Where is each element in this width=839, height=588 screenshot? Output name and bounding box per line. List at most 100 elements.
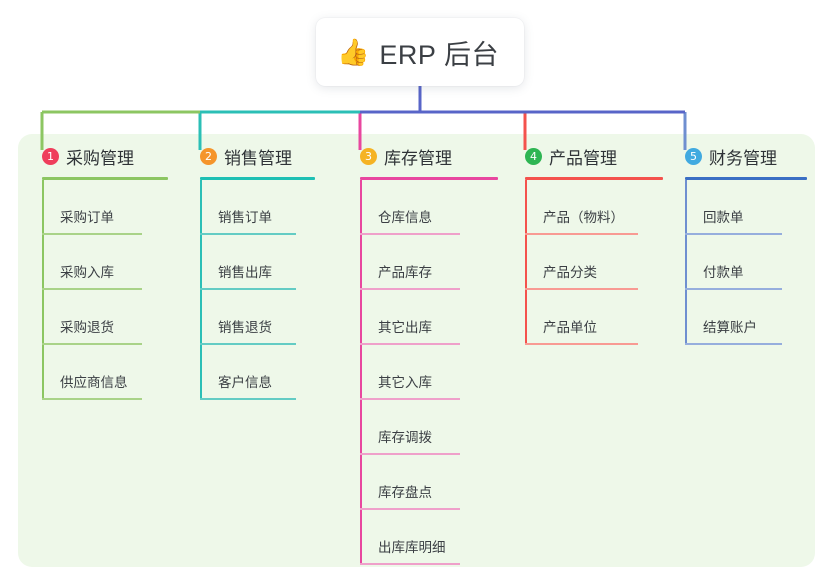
root-node[interactable]: 👍 ERP 后台	[316, 18, 524, 86]
column-underline	[525, 177, 663, 180]
leaf-item[interactable]: 采购退货	[42, 290, 172, 345]
leaf-underline	[200, 398, 296, 400]
leaf-item-label: 结算账户	[703, 320, 757, 335]
leaf-item[interactable]: 产品库存	[360, 235, 500, 290]
leaf-item-label: 产品分类	[543, 265, 597, 280]
leaf-item[interactable]: 采购订单	[42, 180, 172, 235]
column-title: 财务管理	[709, 148, 777, 168]
leaf-underline	[42, 288, 142, 290]
leaf-list: 采购订单采购入库采购退货供应商信息	[42, 180, 172, 400]
branch-spine	[685, 180, 687, 345]
leaf-item[interactable]: 产品（物料）	[525, 180, 665, 235]
leaf-item[interactable]: 销售退货	[200, 290, 330, 345]
leaf-underline	[360, 453, 460, 455]
leaf-item-label: 其它入库	[378, 375, 432, 390]
column-header-财务管理[interactable]: 5 财务管理	[665, 144, 815, 168]
leaf-item-label: 供应商信息	[60, 375, 128, 390]
column-产品管理: 4 产品管理产品（物料） 产品分类产品单位	[505, 144, 665, 345]
leaf-item-label: 销售订单	[218, 210, 272, 225]
diagram-panel	[18, 134, 815, 567]
branch-spine	[360, 180, 362, 565]
column-header-库存管理[interactable]: 3 库存管理	[340, 144, 500, 168]
leaf-item-label: 销售退货	[218, 320, 272, 335]
leaf-underline	[360, 563, 460, 565]
column-number-badge: 4	[525, 147, 542, 165]
column-title: 产品管理	[549, 148, 617, 168]
column-header-采购管理[interactable]: 1 采购管理	[22, 144, 172, 168]
leaf-item[interactable]: 产品分类	[525, 235, 665, 290]
column-header-产品管理[interactable]: 4 产品管理	[505, 144, 665, 168]
leaf-underline	[360, 398, 460, 400]
branch-spine	[525, 180, 527, 345]
leaf-list: 仓库信息产品库存其它出库其它入库库存调拨库存盘点出库库明细	[360, 180, 500, 565]
column-underline	[360, 177, 498, 180]
column-number-badge: 2	[200, 147, 217, 165]
leaf-item-label: 产品单位	[543, 320, 597, 335]
leaf-underline	[200, 288, 296, 290]
leaf-item[interactable]: 其它出库	[360, 290, 500, 345]
column-number-badge: 1	[42, 147, 59, 165]
leaf-underline	[42, 343, 142, 345]
leaf-list: 回款单付款单结算账户	[685, 180, 815, 345]
leaf-item-label: 产品库存	[378, 265, 432, 280]
leaf-underline	[685, 288, 782, 290]
branch-spine	[42, 180, 44, 400]
leaf-item[interactable]: 结算账户	[685, 290, 815, 345]
root-node-content: 👍 ERP 后台	[337, 33, 499, 72]
column-title: 库存管理	[384, 148, 452, 168]
leaf-item-label: 采购退货	[60, 320, 114, 335]
leaf-item[interactable]: 产品单位	[525, 290, 665, 345]
leaf-item-label: 仓库信息	[378, 210, 432, 225]
leaf-underline	[525, 343, 638, 345]
column-underline	[685, 177, 807, 180]
leaf-item-label: 库存调拨	[378, 430, 432, 445]
branch-spine	[200, 180, 202, 400]
leaf-item[interactable]: 仓库信息	[360, 180, 500, 235]
column-title: 销售管理	[224, 148, 292, 168]
leaf-item-label: 采购入库	[60, 265, 114, 280]
leaf-item[interactable]: 出库库明细	[360, 510, 500, 565]
leaf-item[interactable]: 销售出库	[200, 235, 330, 290]
leaf-item[interactable]: 库存盘点	[360, 455, 500, 510]
column-header-销售管理[interactable]: 2 销售管理	[180, 144, 330, 168]
column-库存管理: 3 库存管理仓库信息产品库存其它出库其它入库库存调拨库存盘点出库库明细	[340, 144, 500, 565]
leaf-item-label: 产品（物料）	[543, 210, 624, 225]
column-采购管理: 1 采购管理采购订单采购入库采购退货供应商信息	[22, 144, 172, 400]
column-underline	[200, 177, 315, 180]
leaf-item[interactable]: 采购入库	[42, 235, 172, 290]
leaf-item[interactable]: 其它入库	[360, 345, 500, 400]
leaf-underline	[42, 398, 142, 400]
leaf-item[interactable]: 回款单	[685, 180, 815, 235]
leaf-item-label: 付款单	[703, 265, 744, 280]
leaf-underline	[360, 508, 460, 510]
root-node-title: ERP 后台	[379, 39, 499, 70]
leaf-underline	[360, 288, 460, 290]
leaf-underline	[685, 233, 782, 235]
leaf-item-label: 客户信息	[218, 375, 272, 390]
leaf-item[interactable]: 销售订单	[200, 180, 330, 235]
leaf-item-label: 其它出库	[378, 320, 432, 335]
leaf-item-label: 采购订单	[60, 210, 114, 225]
leaf-item-label: 销售出库	[218, 265, 272, 280]
leaf-item-label: 库存盘点	[378, 485, 432, 500]
leaf-underline	[200, 343, 296, 345]
leaf-underline	[685, 343, 782, 345]
leaf-underline	[360, 343, 460, 345]
leaf-item[interactable]: 库存调拨	[360, 400, 500, 455]
leaf-item-label: 出库库明细	[378, 540, 446, 555]
leaf-list: 产品（物料） 产品分类产品单位	[525, 180, 665, 345]
column-title: 采购管理	[66, 148, 134, 168]
leaf-underline	[200, 233, 296, 235]
leaf-item-label: 回款单	[703, 210, 744, 225]
leaf-underline	[525, 233, 638, 235]
leaf-item[interactable]: 付款单	[685, 235, 815, 290]
thumbs-up-icon: 👍	[337, 37, 370, 67]
leaf-item[interactable]: 客户信息	[200, 345, 330, 400]
leaf-list: 销售订单销售出库销售退货客户信息	[200, 180, 330, 400]
leaf-item[interactable]: 供应商信息	[42, 345, 172, 400]
column-number-badge: 5	[685, 147, 702, 165]
column-number-badge: 3	[360, 147, 377, 165]
column-销售管理: 2 销售管理销售订单销售出库销售退货客户信息	[180, 144, 330, 400]
column-财务管理: 5 财务管理回款单付款单结算账户	[665, 144, 815, 345]
